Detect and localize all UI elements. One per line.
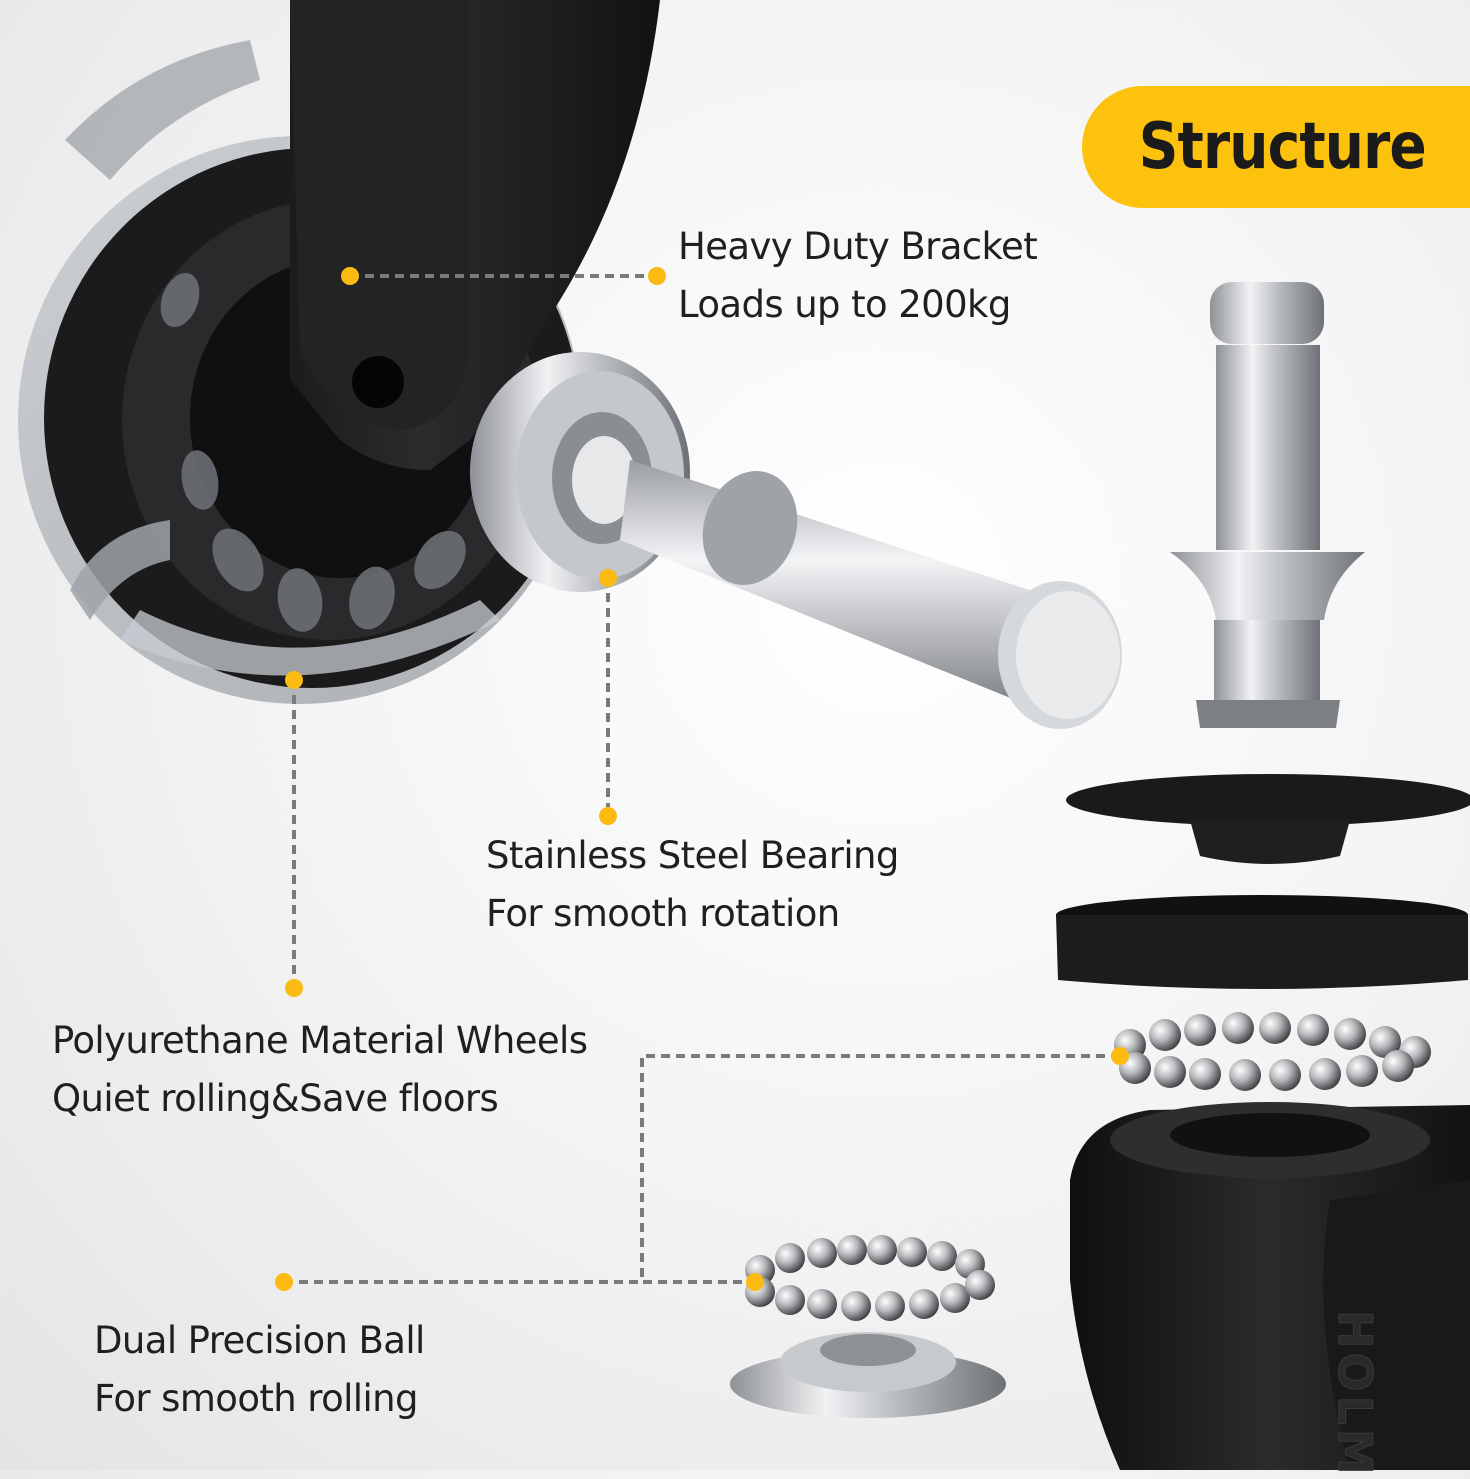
top-washer xyxy=(1066,774,1470,864)
upper-ball-ring xyxy=(1114,1012,1431,1091)
axle-pin xyxy=(620,460,1122,729)
bracket-dot-left xyxy=(341,267,359,285)
callout-balls-title: Dual Precision Ball xyxy=(94,1319,425,1362)
callout-balls-detail: For smooth rolling xyxy=(94,1377,419,1420)
structure-title-badge: Structure xyxy=(1082,86,1470,208)
dust-cover-ring xyxy=(1056,895,1468,989)
page-title: Structure xyxy=(1138,110,1427,184)
ball-dot-upper xyxy=(1111,1047,1129,1065)
brand-mark: HOLM xyxy=(1328,1310,1383,1479)
callout-bearing: Stainless Steel Bearing For smooth rotat… xyxy=(486,827,899,943)
callout-bracket: Heavy Duty Bracket Loads up to 200kg xyxy=(678,218,1038,334)
callout-balls: Dual Precision Ball For smooth rolling xyxy=(94,1312,425,1428)
callout-wheels: Polyurethane Material Wheels Quiet rolli… xyxy=(52,1012,588,1128)
callout-wheels-detail: Quiet rolling&Save floors xyxy=(52,1077,499,1120)
callout-bracket-title: Heavy Duty Bracket xyxy=(678,225,1038,268)
grip-ring-stem xyxy=(1170,282,1365,728)
caster-housing xyxy=(1070,1102,1470,1470)
callout-bracket-detail: Loads up to 200kg xyxy=(678,283,1011,326)
callout-wheels-title: Polyurethane Material Wheels xyxy=(52,1019,588,1062)
ball-cup xyxy=(730,1332,1006,1418)
ball-dot-lower xyxy=(746,1273,764,1291)
ball-dot-left xyxy=(275,1273,293,1291)
heavy-duty-bracket xyxy=(180,0,660,470)
wheel-dot-bottom xyxy=(285,979,303,997)
bearing-dot-bottom xyxy=(599,807,617,825)
bracket-dot-right xyxy=(648,267,666,285)
callout-bearing-detail: For smooth rotation xyxy=(486,892,840,935)
lower-ball-ring xyxy=(745,1235,995,1321)
wheel-dot-top xyxy=(285,671,303,689)
leader-lines xyxy=(284,274,1120,1284)
bearing-dot-top xyxy=(599,569,617,587)
callout-bearing-title: Stainless Steel Bearing xyxy=(486,834,899,877)
